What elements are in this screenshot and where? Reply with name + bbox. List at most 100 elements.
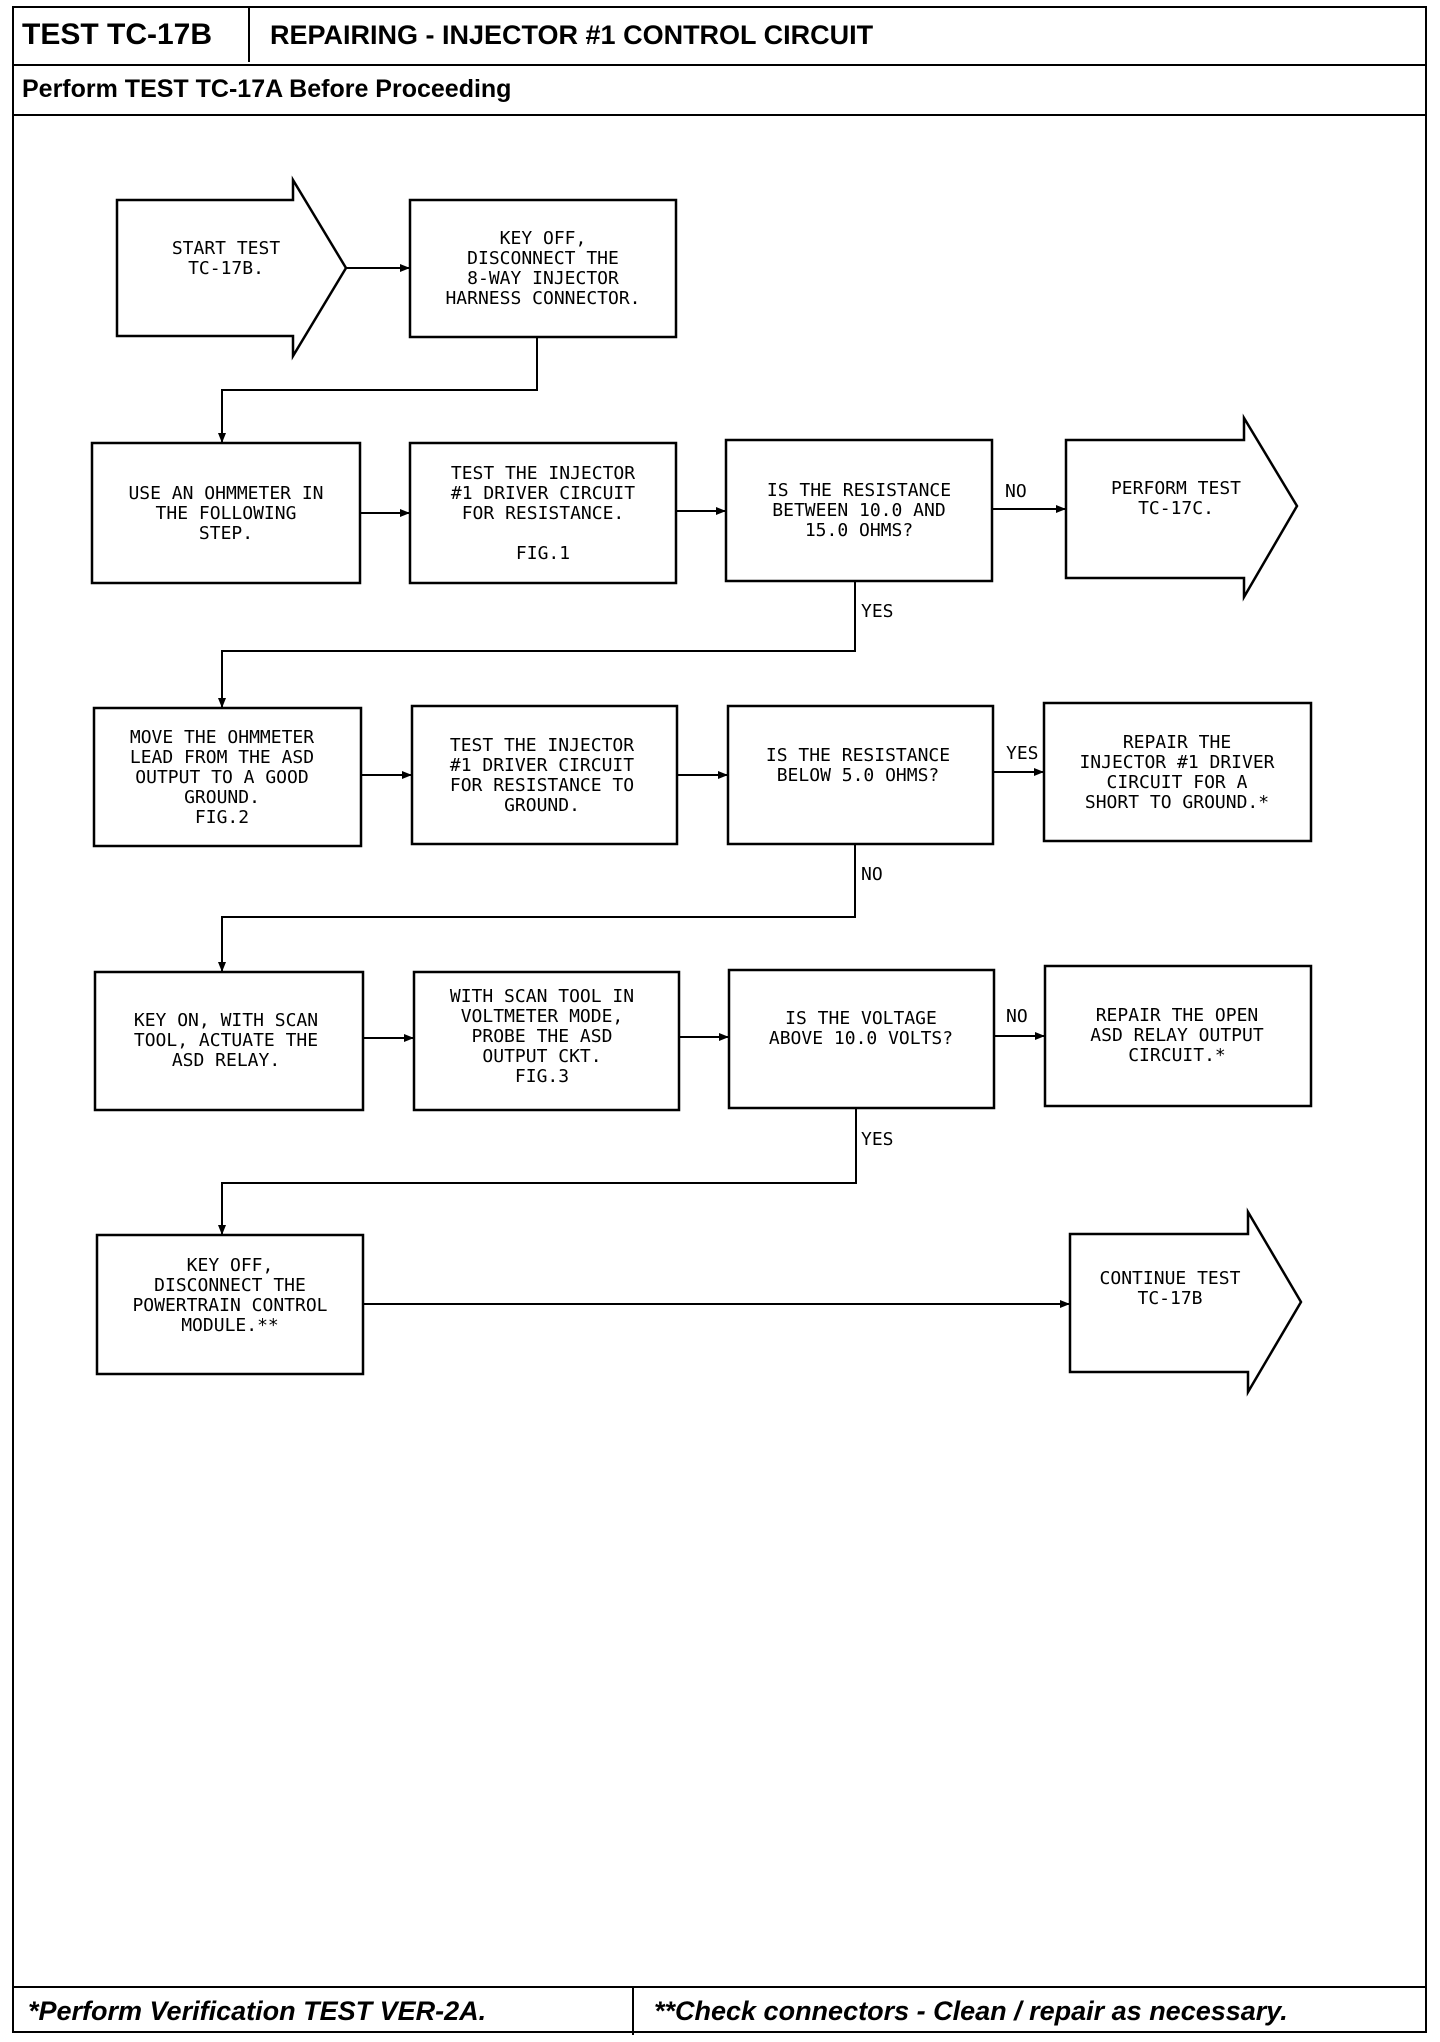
step-text-line: TEST THE INJECTOR — [451, 463, 635, 484]
page-title: REPAIRING - INJECTOR #1 CONTROL CIRCUIT — [270, 20, 874, 50]
step-text-line: START TEST — [172, 238, 281, 259]
step-text-line: THE FOLLOWING — [156, 503, 297, 524]
step-text-line: FIG.2 — [195, 807, 249, 828]
step-text-line: LEAD FROM THE ASD — [130, 747, 314, 768]
step-text-line: DISCONNECT THE — [467, 248, 619, 269]
branch-label-no-3: NO — [1006, 1006, 1028, 1027]
branch-label-yes-1: YES — [861, 601, 894, 622]
page-frame: TEST TC-17B REPAIRING - INJECTOR #1 CONT… — [12, 6, 1427, 2035]
step-text-line: FOR RESISTANCE TO — [450, 775, 634, 796]
step-text-line: PERFORM TEST — [1111, 478, 1241, 499]
branch-label-yes-3: YES — [861, 1129, 894, 1150]
step-text-line: BELOW 5.0 OHMS? — [777, 765, 940, 786]
step-text-line: BETWEEN 10.0 AND — [772, 500, 945, 521]
step-text-line: ASD RELAY OUTPUT — [1090, 1025, 1264, 1046]
step-text-line: GROUND. — [184, 787, 260, 808]
header-bar: TEST TC-17B REPAIRING - INJECTOR #1 CONT… — [14, 8, 1425, 66]
footer-note-verification: *Perform Verification TEST VER-2A. — [28, 1988, 634, 2035]
step-text-line: 8-WAY INJECTOR — [467, 268, 619, 289]
step-text-line: GROUND. — [504, 795, 580, 816]
step-text-line: DISCONNECT THE — [154, 1275, 306, 1296]
step-text-line: 15.0 OHMS? — [805, 520, 913, 541]
step-text-line: FIG.3 — [515, 1066, 569, 1087]
step-text-line: CIRCUIT FOR A — [1107, 772, 1248, 793]
footer-note-connectors: **Check connectors - Clean / repair as n… — [654, 1996, 1288, 2026]
step-text-line: REPAIR THE — [1123, 732, 1231, 753]
step-text-line: MODULE.** — [181, 1315, 279, 1336]
step-text-line: USE AN OHMMETER IN — [128, 483, 323, 504]
step-text-line: MOVE THE OHMMETER — [130, 727, 314, 748]
branch-label-no-2: NO — [861, 864, 883, 885]
step-text-line: SHORT TO GROUND.* — [1085, 792, 1269, 813]
step-text-line: #1 DRIVER CIRCUIT — [451, 483, 635, 504]
step-text-line: KEY OFF, — [500, 228, 587, 249]
step-text-line: INJECTOR #1 DRIVER — [1079, 752, 1274, 773]
step-text-line: TC-17B. — [188, 258, 264, 279]
step-text-line: STEP. — [199, 523, 253, 544]
prerequisite-bar: Perform TEST TC-17A Before Proceeding — [14, 64, 1425, 116]
step-text-line: HARNESS CONNECTOR. — [445, 288, 640, 309]
step-text-line: TOOL, ACTUATE THE — [134, 1030, 318, 1051]
step-text-line: CONTINUE TEST — [1100, 1268, 1241, 1289]
step-text-line: TC-17B — [1137, 1288, 1202, 1309]
step-text-line: WITH SCAN TOOL IN — [450, 986, 634, 1007]
step-text-line: PROBE THE ASD — [472, 1026, 613, 1047]
branch-label-yes-2: YES — [1006, 743, 1039, 764]
step-text-line: ASD RELAY. — [172, 1050, 280, 1071]
step-text-line: TC-17C. — [1138, 498, 1214, 519]
step-text-line: POWERTRAIN CONTROL — [132, 1295, 327, 1316]
step-text-line: OUTPUT CKT. — [482, 1046, 601, 1067]
step-text-line: FIG.1 — [516, 543, 570, 564]
step-text-line: IS THE VOLTAGE — [785, 1008, 937, 1029]
step-text-line: ABOVE 10.0 VOLTS? — [769, 1028, 953, 1049]
step-text-line: KEY OFF, — [187, 1255, 274, 1276]
step-text-line: #1 DRIVER CIRCUIT — [450, 755, 634, 776]
step-text-line: VOLTMETER MODE, — [461, 1006, 624, 1027]
step-text-line: OUTPUT TO A GOOD — [135, 767, 308, 788]
test-id: TEST TC-17B — [14, 8, 250, 62]
step-text-line: KEY ON, WITH SCAN — [134, 1010, 318, 1031]
step-text-line: CIRCUIT.* — [1128, 1045, 1226, 1066]
footer-bar: *Perform Verification TEST VER-2A. **Che… — [14, 1986, 1425, 2035]
step-text-line: REPAIR THE OPEN — [1096, 1005, 1259, 1026]
connectors — [218, 264, 1070, 1308]
step-text-line: IS THE RESISTANCE — [766, 745, 950, 766]
branch-label-no-1: NO — [1005, 481, 1027, 502]
step-text-line: TEST THE INJECTOR — [450, 735, 634, 756]
step-text-line: IS THE RESISTANCE — [767, 480, 951, 501]
prerequisite-text: Perform TEST TC-17A Before Proceeding — [22, 75, 512, 103]
